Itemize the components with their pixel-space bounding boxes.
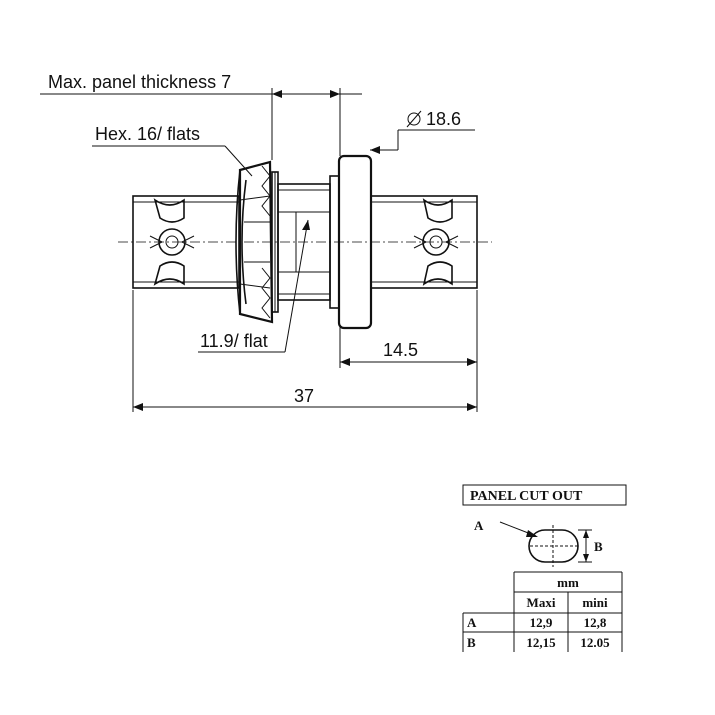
table-cell: 12,9	[530, 615, 553, 630]
width-14-5-label: 14.5	[383, 340, 418, 360]
flat-label: 11.9/ flat	[200, 331, 268, 351]
table-row-label: A	[467, 615, 477, 630]
cutout-title: PANEL CUT OUT	[470, 489, 583, 504]
table-cell: 12,8	[584, 615, 607, 630]
table-row-label: B	[467, 635, 476, 650]
table-cell: 12,15	[526, 635, 556, 650]
table-col-maxi: Maxi	[527, 595, 556, 610]
table-cell: 12.05	[580, 635, 610, 650]
cutout-label-a: A	[474, 518, 484, 533]
length-37-label: 37	[294, 386, 314, 406]
width-14-5-dimension: 14.5	[339, 290, 478, 368]
table-unit: mm	[557, 575, 579, 590]
panel-thickness-label: Max. panel thickness 7	[48, 72, 231, 92]
panel-cutout: PANEL CUT OUT A B mm Maxi mini A 12	[462, 484, 627, 652]
diameter-symbol-icon	[407, 112, 421, 126]
hex-dimension: Hex. 16/ flats	[92, 124, 253, 177]
table-col-mini: mini	[582, 595, 608, 610]
cutout-label-b: B	[594, 539, 603, 554]
connector-body	[118, 154, 492, 330]
diameter-label: 18.6	[426, 109, 461, 129]
flat-dimension: 11.9/ flat	[198, 219, 310, 353]
length-37-dimension: 37	[132, 290, 478, 412]
cutout-table: mm Maxi mini A 12,9 12,8 B 12,15 12.05	[462, 571, 623, 652]
diameter-dimension: 18.6	[370, 109, 475, 154]
panel-thickness-dimension: Max. panel thickness 7	[40, 72, 362, 160]
hex-label: Hex. 16/ flats	[95, 124, 200, 144]
cutout-shape	[528, 529, 579, 563]
